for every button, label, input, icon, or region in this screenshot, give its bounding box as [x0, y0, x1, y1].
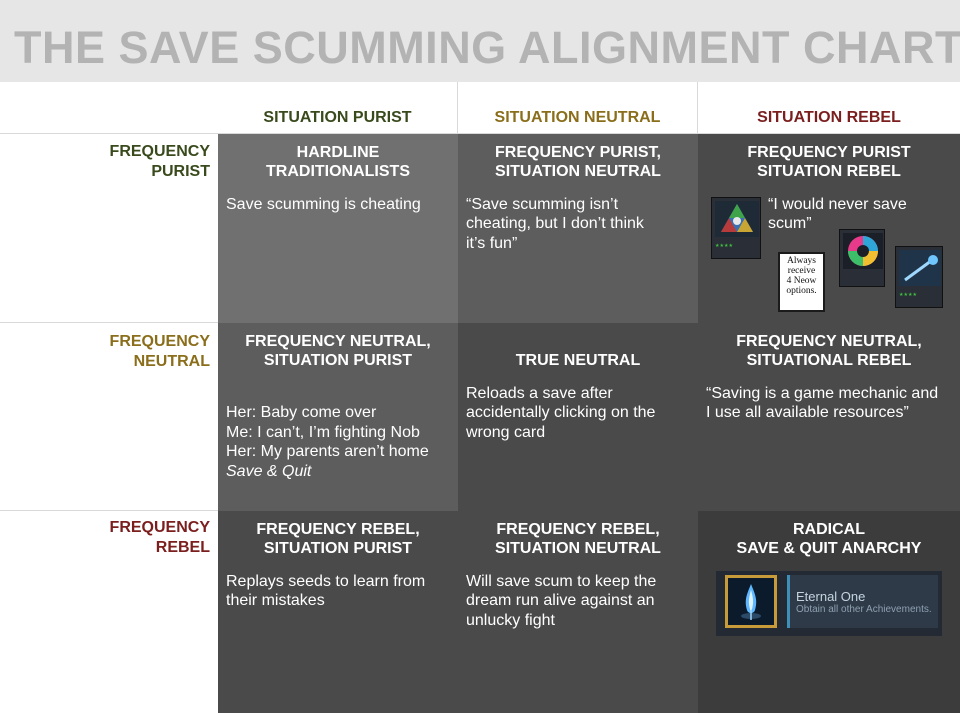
cell-frequency-neutral-situational-rebel: FREQUENCY NEUTRAL, SITUATIONAL REBEL “Sa… — [698, 323, 960, 511]
divider-col2 — [697, 82, 698, 134]
power-card-image — [839, 229, 885, 287]
save-and-quit-line: Save & Quit — [226, 462, 312, 480]
cell-title: FREQUENCY REBEL, SITUATION NEUTRAL — [495, 521, 661, 557]
cell-body: Will save scum to keep the dream run ali… — [466, 573, 657, 629]
blue-card-image: ★★★★ — [895, 246, 943, 308]
column-header-situation-purist: SITUATION PURIST — [263, 109, 412, 126]
wheel-card-icon — [843, 233, 883, 269]
cell-title: RADICAL SAVE & QUIT ANARCHY — [736, 521, 922, 557]
achievement-name: Eternal One — [796, 589, 866, 604]
chart-title: THE SAVE SCUMMING ALIGNMENT CHART — [14, 22, 960, 73]
cell-title: HARDLINE TRADITIONALISTS — [266, 144, 410, 180]
relic-card-image: ★★★★ — [711, 197, 761, 259]
neow-card-image: Always receive 4 Neow options. — [778, 252, 825, 312]
cell-title: FREQUENCY NEUTRAL, SITUATION PURIST — [245, 333, 431, 369]
cell-frequency-purist-situation-neutral: FREQUENCY PURIST, SITUATION NEUTRAL “Sav… — [458, 134, 698, 323]
cell-title: TRUE NEUTRAL — [515, 352, 641, 369]
cell-body: Reloads a save after accidentally clicki… — [466, 385, 656, 441]
cell-body: Save scumming is cheating — [226, 196, 421, 213]
title-bar: THE SAVE SCUMMING ALIGNMENT CHART — [0, 0, 960, 82]
achievement-text: Eternal One Obtain all other Achievement… — [787, 575, 938, 628]
cell-title: FREQUENCY NEUTRAL, SITUATIONAL REBEL — [736, 333, 922, 369]
divider-top — [0, 133, 960, 134]
cell-hardline-traditionalists: HARDLINE TRADITIONALISTS Save scumming i… — [218, 134, 458, 323]
divider-col1 — [457, 82, 458, 134]
cell-frequency-rebel-situation-neutral: FREQUENCY REBEL, SITUATION NEUTRAL Will … — [458, 511, 698, 713]
row-header-frequency-rebel: FREQUENCY REBEL — [109, 519, 210, 556]
cell-body: “Saving is a game mechanic and I use all… — [706, 385, 939, 422]
rating-stars-icon: ★★★★ — [899, 292, 917, 298]
row-header-frequency-purist: FREQUENCY PURIST — [109, 143, 210, 180]
spear-card-icon — [899, 250, 941, 286]
achievement-banner: Eternal One Obtain all other Achievement… — [716, 571, 942, 636]
divider-row2 — [0, 510, 218, 511]
triangle-relic-icon — [715, 201, 759, 237]
cell-body: “I would never save scum” — [768, 196, 907, 233]
row-header-frequency-neutral: FREQUENCY NEUTRAL — [109, 333, 210, 370]
divider-row1 — [0, 322, 218, 323]
cell-title: FREQUENCY PURIST SITUATION REBEL — [747, 144, 911, 180]
cell-frequency-rebel-situation-purist: FREQUENCY REBEL, SITUATION PURIST Replay… — [218, 511, 458, 713]
cell-title: FREQUENCY REBEL, SITUATION PURIST — [256, 521, 420, 557]
eternal-one-achievement-icon — [725, 575, 777, 628]
cell-true-neutral: TRUE NEUTRAL Reloads a save after accide… — [458, 323, 698, 511]
column-header-situation-rebel: SITUATION REBEL — [757, 109, 901, 126]
blue-flame-icon — [728, 578, 774, 625]
cell-body: “Save scumming isn’t cheating, but I don… — [466, 196, 644, 252]
cell-frequency-neutral-situation-purist: FREQUENCY NEUTRAL, SITUATION PURIST Her:… — [218, 323, 458, 511]
column-header-situation-neutral: SITUATION NEUTRAL — [494, 109, 661, 126]
rating-stars-icon: ★★★★ — [715, 243, 733, 249]
achievement-description: Obtain all other Achievements. — [796, 604, 932, 615]
cell-body: Replays seeds to learn from their mistak… — [226, 573, 426, 610]
cell-body: Her: Baby come over Me: I can’t, I’m fig… — [226, 384, 450, 500]
cell-title: FREQUENCY PURIST, SITUATION NEUTRAL — [495, 144, 661, 180]
